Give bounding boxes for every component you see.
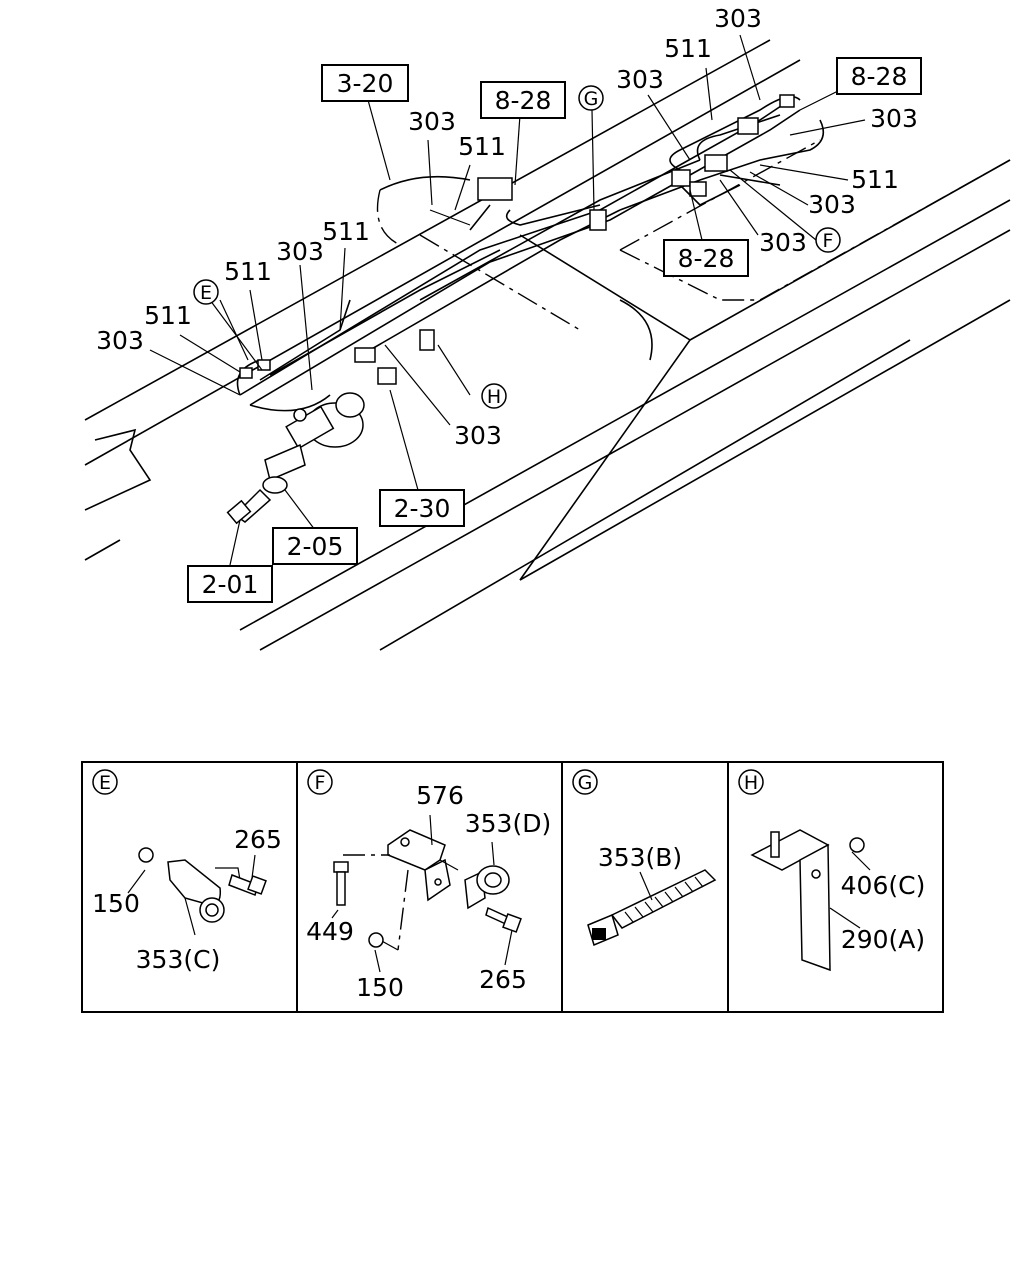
detail-e: E 265 150 353(C) [92, 769, 282, 974]
motor-assembly [226, 392, 365, 525]
part-label-303: 303 [759, 228, 807, 257]
marker-letter: F [823, 230, 834, 252]
detail-g: G 353(B) [572, 769, 717, 947]
marker-letter: H [487, 386, 501, 408]
ref-label: 2-01 [202, 570, 259, 599]
part-label-303: 303 [808, 190, 856, 219]
marker-letter: H [744, 772, 758, 794]
detail-e-marker: E [92, 769, 118, 795]
ref-label: 8-28 [495, 86, 552, 115]
detail-f-label-150: 150 [356, 973, 404, 1002]
marker-letter: G [584, 88, 599, 110]
part-label-511: 511 [224, 257, 272, 286]
detail-g-label-353b: 353(B) [598, 843, 682, 872]
marker-f-main: F [815, 227, 841, 253]
marker-h-main: H [481, 383, 507, 409]
part-label-303: 303 [408, 107, 456, 136]
detail-f-label-449: 449 [306, 917, 354, 946]
leader-lines [149, 34, 866, 566]
detail-f-label-265: 265 [479, 965, 527, 994]
part-label-303: 303 [870, 104, 918, 133]
ref-label: 2-05 [287, 532, 344, 561]
part-label-511: 511 [458, 132, 506, 161]
chassis-frame [84, 39, 1011, 651]
part-label-511: 511 [144, 301, 192, 330]
detail-g-marker: G [572, 769, 598, 795]
marker-letter: E [99, 772, 111, 794]
ref-box-8-28-a: 8-28 [480, 81, 566, 119]
detail-h-marker: H [738, 769, 764, 795]
ref-box-2-05: 2-05 [272, 527, 358, 565]
marker-g-main: G [578, 85, 604, 111]
detail-e-label-353c: 353(C) [136, 945, 221, 974]
detail-h-label-290a: 290(A) [841, 925, 925, 954]
ref-label: 8-28 [678, 244, 735, 273]
ref-label: 3-20 [337, 69, 394, 98]
detail-h: H 406(C) 290(A) [738, 769, 926, 972]
part-labels: 303 511 303 303 303 511 511 303 511 303 … [96, 4, 918, 450]
part-label-511: 511 [664, 34, 712, 63]
detail-f-marker: F [307, 769, 333, 795]
part-label-511: 511 [322, 217, 370, 246]
part-label-303: 303 [616, 65, 664, 94]
marker-letter: G [578, 772, 593, 794]
wire-harness [236, 95, 825, 412]
ref-label: 8-28 [851, 62, 908, 91]
connector-blocks [239, 94, 795, 385]
part-label-303: 303 [276, 237, 324, 266]
cable-tie-teeth [624, 876, 704, 923]
detail-h-label-406c: 406(C) [841, 871, 926, 900]
ref-box-2-01: 2-01 [187, 565, 273, 603]
detail-e-label-265: 265 [234, 825, 282, 854]
detail-f-label-353d: 353(D) [465, 809, 551, 838]
detail-panel [81, 761, 944, 1013]
detail-f-label-576: 576 [416, 781, 464, 810]
ref-label: 2-30 [394, 494, 451, 523]
part-label-303: 303 [96, 326, 144, 355]
marker-e-main: E [193, 279, 219, 305]
part-label-511: 511 [851, 165, 899, 194]
ref-box-3-20: 3-20 [321, 64, 409, 102]
part-label-303: 303 [714, 4, 762, 33]
ref-box-8-28-c: 8-28 [663, 239, 749, 277]
detail-f: F 576 353(D) 449 150 265 [306, 769, 551, 1002]
marker-letter: E [200, 282, 212, 304]
ref-box-8-28-b: 8-28 [836, 57, 922, 95]
marker-letter: F [315, 772, 326, 794]
detail-e-label-150: 150 [92, 889, 140, 918]
part-label-303: 303 [454, 421, 502, 450]
ref-box-2-30: 2-30 [379, 489, 465, 527]
